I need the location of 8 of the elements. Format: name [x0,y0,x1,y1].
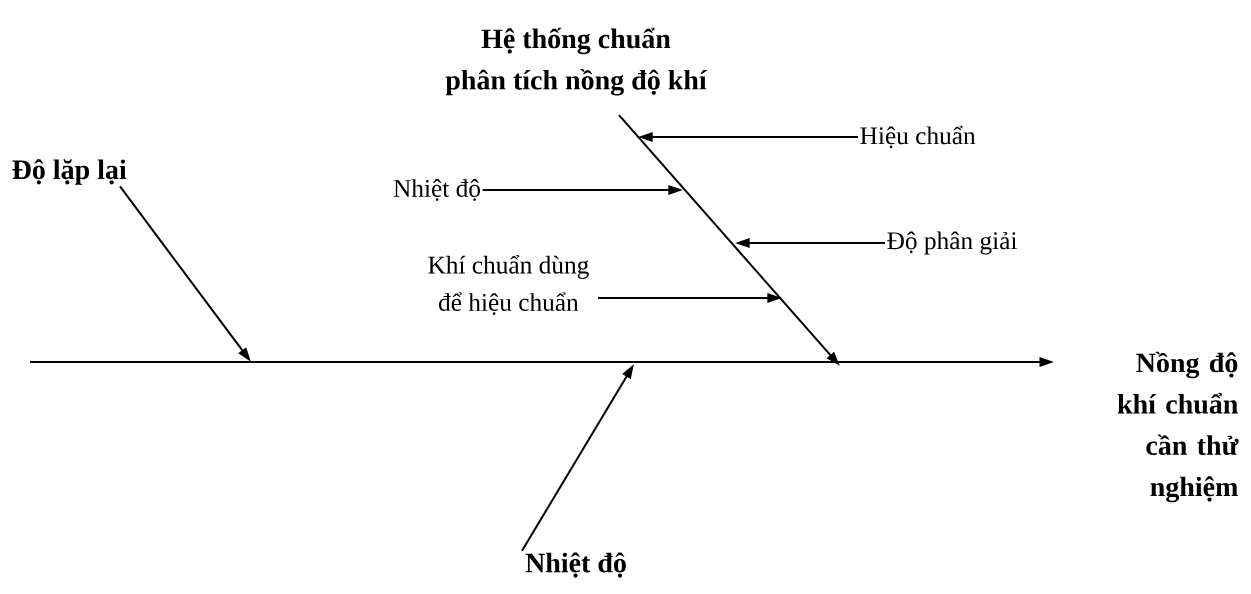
cause-label: Độ phân giải [887,231,1017,255]
cause-label: Độ lặp lại [12,159,127,185]
effect-label: Nồng độ khí chuẩn cần thử nghiệm [1117,351,1239,503]
bone-heading: Hệ thống chuẩn phân tích nồng độ khí [445,27,708,96]
cause-label: Khí chuẩn dùng để hiệu chuẩn [428,255,589,315]
bone-heading: Nhiệt độ [525,552,626,578]
cause-label: Hiệu chuẩn [860,125,976,149]
cause-label: Nhiệt độ [393,179,480,201]
